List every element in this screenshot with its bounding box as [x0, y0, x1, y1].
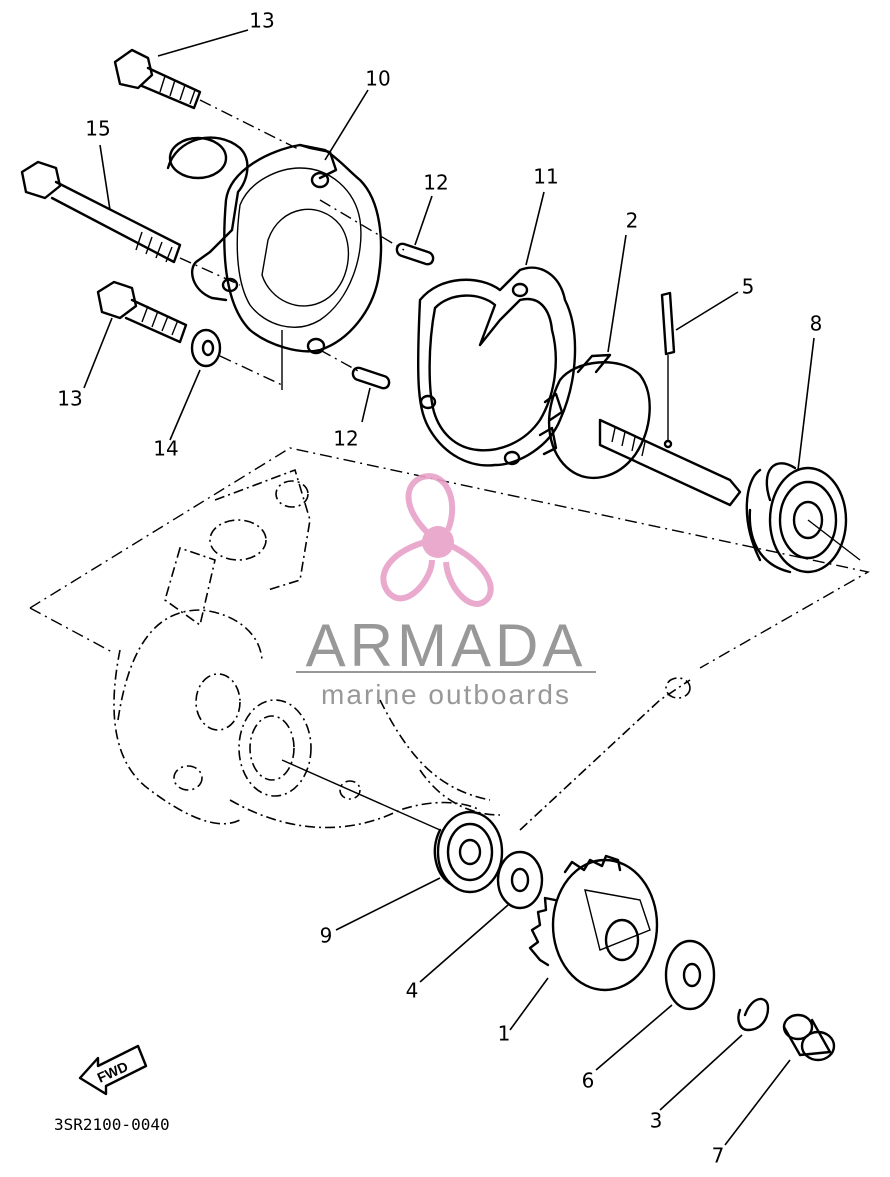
bolt-15-long — [20, 160, 241, 286]
callout-labels: 13 10 15 12 11 2 5 8 13 12 14 9 4 1 6 3 … — [57, 9, 822, 1168]
callout-4: 4 — [406, 979, 419, 1003]
leader-lines — [83, 29, 815, 1146]
dowel-pin-12-bottom — [319, 349, 391, 390]
callout-14: 14 — [153, 437, 178, 461]
callout-8: 8 — [810, 312, 823, 336]
impeller-shaft-2 — [538, 353, 742, 507]
callout-13-middle: 13 — [57, 387, 82, 411]
callout-15: 15 — [85, 117, 110, 141]
bearing-9 — [433, 810, 504, 894]
callout-11: 11 — [533, 165, 558, 189]
bolt-13-top — [113, 48, 301, 151]
bearing-8 — [745, 462, 861, 574]
callout-5: 5 — [742, 275, 755, 299]
callout-7: 7 — [712, 1144, 725, 1168]
washer-14 — [190, 328, 283, 386]
callout-10: 10 — [365, 67, 390, 91]
callout-6: 6 — [582, 1069, 595, 1093]
pump-cover-10 — [166, 136, 383, 390]
gear-1 — [528, 854, 659, 992]
collar-7 — [782, 1013, 836, 1062]
armada-logo: ARMADA marine outboards — [296, 473, 596, 710]
brand-tagline: marine outboards — [321, 679, 571, 710]
callout-1: 1 — [498, 1022, 511, 1046]
dowel-pin-12-top — [319, 199, 435, 266]
pin-5 — [660, 291, 676, 449]
callout-3: 3 — [650, 1109, 663, 1133]
callout-2: 2 — [626, 209, 639, 233]
callout-9: 9 — [320, 924, 333, 948]
gasket-11 — [416, 266, 577, 467]
bolt-13-middle — [96, 280, 188, 344]
circlip-3 — [737, 997, 770, 1032]
callout-12-bottom: 12 — [333, 427, 358, 451]
washer-6 — [664, 939, 716, 1011]
brand-name: ARMADA — [306, 612, 587, 679]
propeller-icon — [380, 473, 494, 607]
fwd-arrow-icon: FWD — [78, 1044, 148, 1096]
washer-4 — [496, 850, 544, 910]
drawing-code: 3SR2100-0040 — [54, 1115, 170, 1134]
crankcase-outline — [29, 447, 870, 831]
callout-13-top: 13 — [249, 9, 274, 33]
callout-12-top: 12 — [423, 171, 448, 195]
